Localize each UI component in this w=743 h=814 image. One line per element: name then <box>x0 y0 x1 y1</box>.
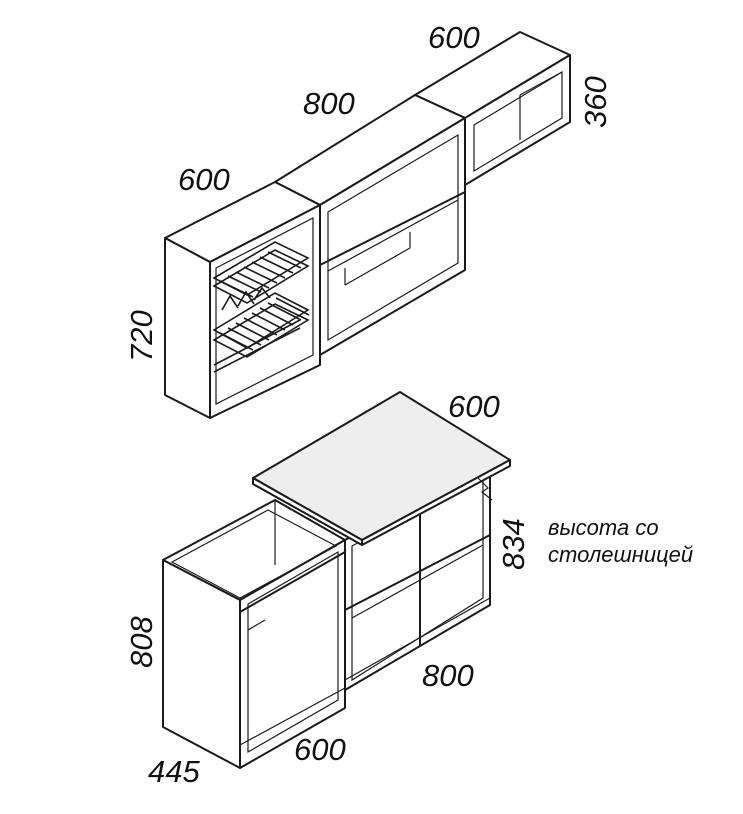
dim-lower-depth: 445 <box>148 754 200 789</box>
table-top <box>252 391 511 546</box>
dim-upper-left-width: 600 <box>178 162 230 197</box>
dim-height-with-top: 834 <box>496 518 531 570</box>
dim-upper-middle-width: 800 <box>303 86 355 121</box>
dim-lower-cabinet-height: 808 <box>124 616 159 668</box>
lower-cabinets: 600 834 высота со столешницей 808 445 60… <box>124 389 693 789</box>
dim-upper-right-width: 600 <box>428 20 480 55</box>
note-height-with-top-line1: высота со <box>548 515 659 540</box>
dim-lower-cabinet-width: 600 <box>294 732 346 767</box>
dim-table-top-width: 600 <box>448 389 500 424</box>
upper-left-dish-rack-cabinet <box>164 181 321 419</box>
dim-upper-right-height: 360 <box>578 76 613 128</box>
lower-base-cabinet <box>162 499 346 769</box>
dish-rack-lower <box>212 286 310 373</box>
note-height-with-top-line2: столешницей <box>548 542 693 567</box>
support-bracket <box>477 477 493 501</box>
upper-wall-cabinets: 600 800 600 360 720 <box>124 20 613 419</box>
dim-open-unit-width: 800 <box>422 658 474 693</box>
dim-upper-left-height: 720 <box>124 310 159 362</box>
